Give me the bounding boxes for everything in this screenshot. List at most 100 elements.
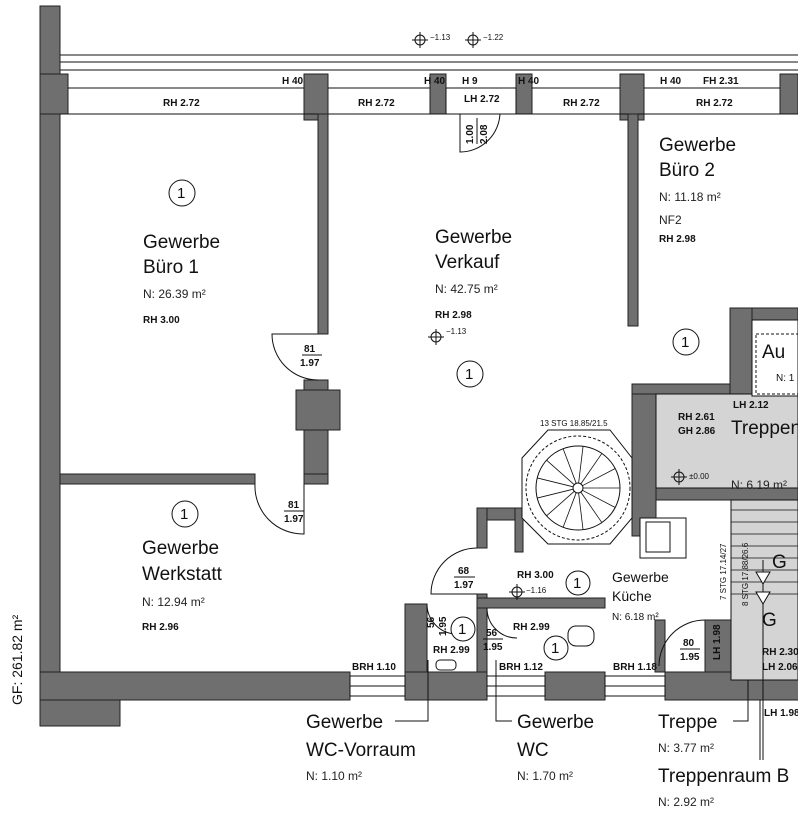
- kueche-area: N: 6.18 m²: [612, 612, 659, 623]
- door-top-width: 1.00: [465, 124, 476, 144]
- spiral-tread: [562, 492, 577, 528]
- verkauf-area: N: 42.75 m²: [435, 282, 498, 296]
- door6-width: 80: [683, 638, 695, 649]
- left-wall-foot: [39, 699, 121, 727]
- treppenhaus-lh: LH 2.12: [733, 400, 769, 411]
- spiral-tread: [537, 477, 574, 488]
- buero1-line2: Büro 1: [143, 257, 199, 278]
- windows: [349, 675, 666, 697]
- treppe-line1: Treppe: [658, 712, 718, 733]
- wc-vorraum-line2: WC-Vorraum: [306, 740, 416, 761]
- door-kitchen-right: [658, 619, 706, 667]
- kueche-num: 1: [573, 575, 581, 592]
- spiral-tread: [582, 489, 616, 508]
- level-top-2: −1.22: [483, 33, 504, 42]
- top-labels: H 40 H 40 H 9 H 40 H 40 FH 2.31 RH 2.72 …: [163, 33, 739, 144]
- door5-width: 56: [486, 628, 498, 639]
- door1-width: 81: [304, 344, 316, 355]
- rh-top-1: RH 2.72: [163, 98, 200, 109]
- h40-d: H 40: [660, 76, 682, 87]
- stair-count-1: 7 STG 17.14/27: [719, 543, 728, 600]
- buero1-num: 1: [177, 185, 185, 202]
- spiral-tread: [578, 446, 584, 484]
- room-treppenhaus: RH 2.61 GH 2.86 Treppen N: 6.19 m² ±0.00…: [678, 342, 798, 492]
- stair-lh-2: LH 1.98: [712, 624, 723, 660]
- stair-rh: RH 2.30: [762, 647, 798, 658]
- rh-top-4: RH 2.72: [696, 98, 733, 109]
- kueche-rh: RH 3.00: [517, 570, 554, 581]
- wc-num: 1: [551, 640, 559, 657]
- level-top-1: −1.13: [430, 33, 451, 42]
- werkstatt-line1: Gewerbe: [142, 538, 219, 559]
- fh-label: FH 2.31: [703, 76, 739, 87]
- door-top: [459, 111, 501, 153]
- aufzug-label: Au: [762, 342, 785, 363]
- lh-top: LH 2.72: [464, 94, 500, 105]
- bottom-wall-c: [544, 671, 606, 701]
- werkstatt-line2: Werkstatt: [142, 564, 223, 585]
- verkauf-line1: Gewerbe: [435, 227, 512, 248]
- treppenhaus-gh: GH 2.86: [678, 426, 716, 437]
- treppenraum-area: N: 2.92 m²: [658, 795, 714, 809]
- wc-area: N: 1.70 m²: [517, 769, 573, 783]
- treppenraum-line1: Treppenraum B: [658, 766, 789, 787]
- door3-height: 1.97: [454, 580, 474, 591]
- aufzug-area: N: 1: [776, 373, 795, 384]
- door-top-height: 2.08: [479, 124, 490, 144]
- brh-3: BRH 1.18: [613, 662, 657, 673]
- leader-lines: [395, 660, 761, 760]
- door-labels: 81 1.97 81 1.97 68 1.97 56 1.95 56 1.95 …: [284, 344, 700, 663]
- h9: H 9: [462, 76, 478, 87]
- room-verkauf: Gewerbe Verkauf N: 42.75 m² RH 2.98 −1.1…: [435, 227, 512, 383]
- brh-2: BRH 1.12: [499, 662, 543, 673]
- room-wc-vorraum: RH 2.99 1 Gewerbe WC-Vorraum N: 1.10 m²: [306, 621, 470, 783]
- kueche-line2: Küche: [612, 588, 652, 604]
- door-buero1: [271, 333, 319, 381]
- door4-height: 1.95: [438, 616, 449, 636]
- brh-1: BRH 1.10: [352, 662, 396, 673]
- door4-width: 56: [426, 616, 437, 628]
- wc-line1: Gewerbe: [517, 712, 594, 733]
- stair-labels: 13 STG 18.85/21.5 7 STG 17.14/27 8 STG 1…: [540, 419, 798, 719]
- buero2-rh: RH 2.98: [659, 234, 696, 245]
- rh-top-2: RH 2.72: [358, 98, 395, 109]
- room-number-circles: [168, 179, 700, 661]
- door2-height: 1.97: [284, 514, 304, 525]
- door-wc: [486, 607, 518, 639]
- door2-width: 81: [288, 500, 300, 511]
- spiral-stair: [521, 429, 633, 545]
- h40-b: H 40: [424, 76, 446, 87]
- verkauf-line2: Verkauf: [435, 252, 500, 273]
- buero2-nf: NF2: [659, 213, 682, 227]
- room-werkstatt: Gewerbe Werkstatt N: 12.94 m² RH 2.96 1: [142, 506, 223, 633]
- stair-g-1: G: [772, 552, 787, 573]
- buero2-area: N: 11.18 m²: [659, 190, 721, 204]
- spiral-tread: [582, 468, 616, 487]
- bottom-wall-a: [39, 671, 351, 701]
- treppenhaus-label: Treppen: [731, 418, 798, 439]
- treppenhaus-rh: RH 2.61: [678, 412, 715, 423]
- werkstatt-num: 1: [180, 506, 188, 523]
- werkstatt-area: N: 12.94 m²: [142, 595, 205, 609]
- treppenhaus-level: ±0.00: [689, 472, 710, 481]
- wc-line2: WC: [517, 740, 549, 761]
- treppenhaus-area: N: 6.19 m²: [731, 478, 787, 492]
- buero1-area: N: 26.39 m²: [143, 287, 206, 301]
- room-wc: RH 2.99 1 Gewerbe WC N: 1.70 m²: [513, 622, 594, 783]
- bottom-labels: BRH 1.10 BRH 1.12 BRH 1.18: [352, 662, 657, 673]
- h40-c: H 40: [518, 76, 540, 87]
- wc-vorraum-line1: Gewerbe: [306, 712, 383, 733]
- outer-walls: [39, 5, 798, 727]
- stair-count-2: 8 STG 17.88/26.6: [741, 542, 750, 606]
- spiral-stair-label: 13 STG 18.85/21.5: [540, 419, 608, 428]
- spiral-tread: [537, 488, 574, 499]
- door1-height: 1.97: [300, 358, 320, 369]
- stair-g-2: G: [762, 610, 777, 631]
- door6-height: 1.95: [680, 652, 700, 663]
- wc-vorraum-area: N: 1.10 m²: [306, 769, 362, 783]
- door-werkstatt: [254, 483, 305, 535]
- room-kueche: Gewerbe Küche N: 6.18 m² RH 3.00 −1.16 1: [517, 569, 669, 623]
- door-kueche: [430, 547, 478, 595]
- spiral-tread: [546, 459, 575, 485]
- rh-top-3: RH 2.72: [563, 98, 600, 109]
